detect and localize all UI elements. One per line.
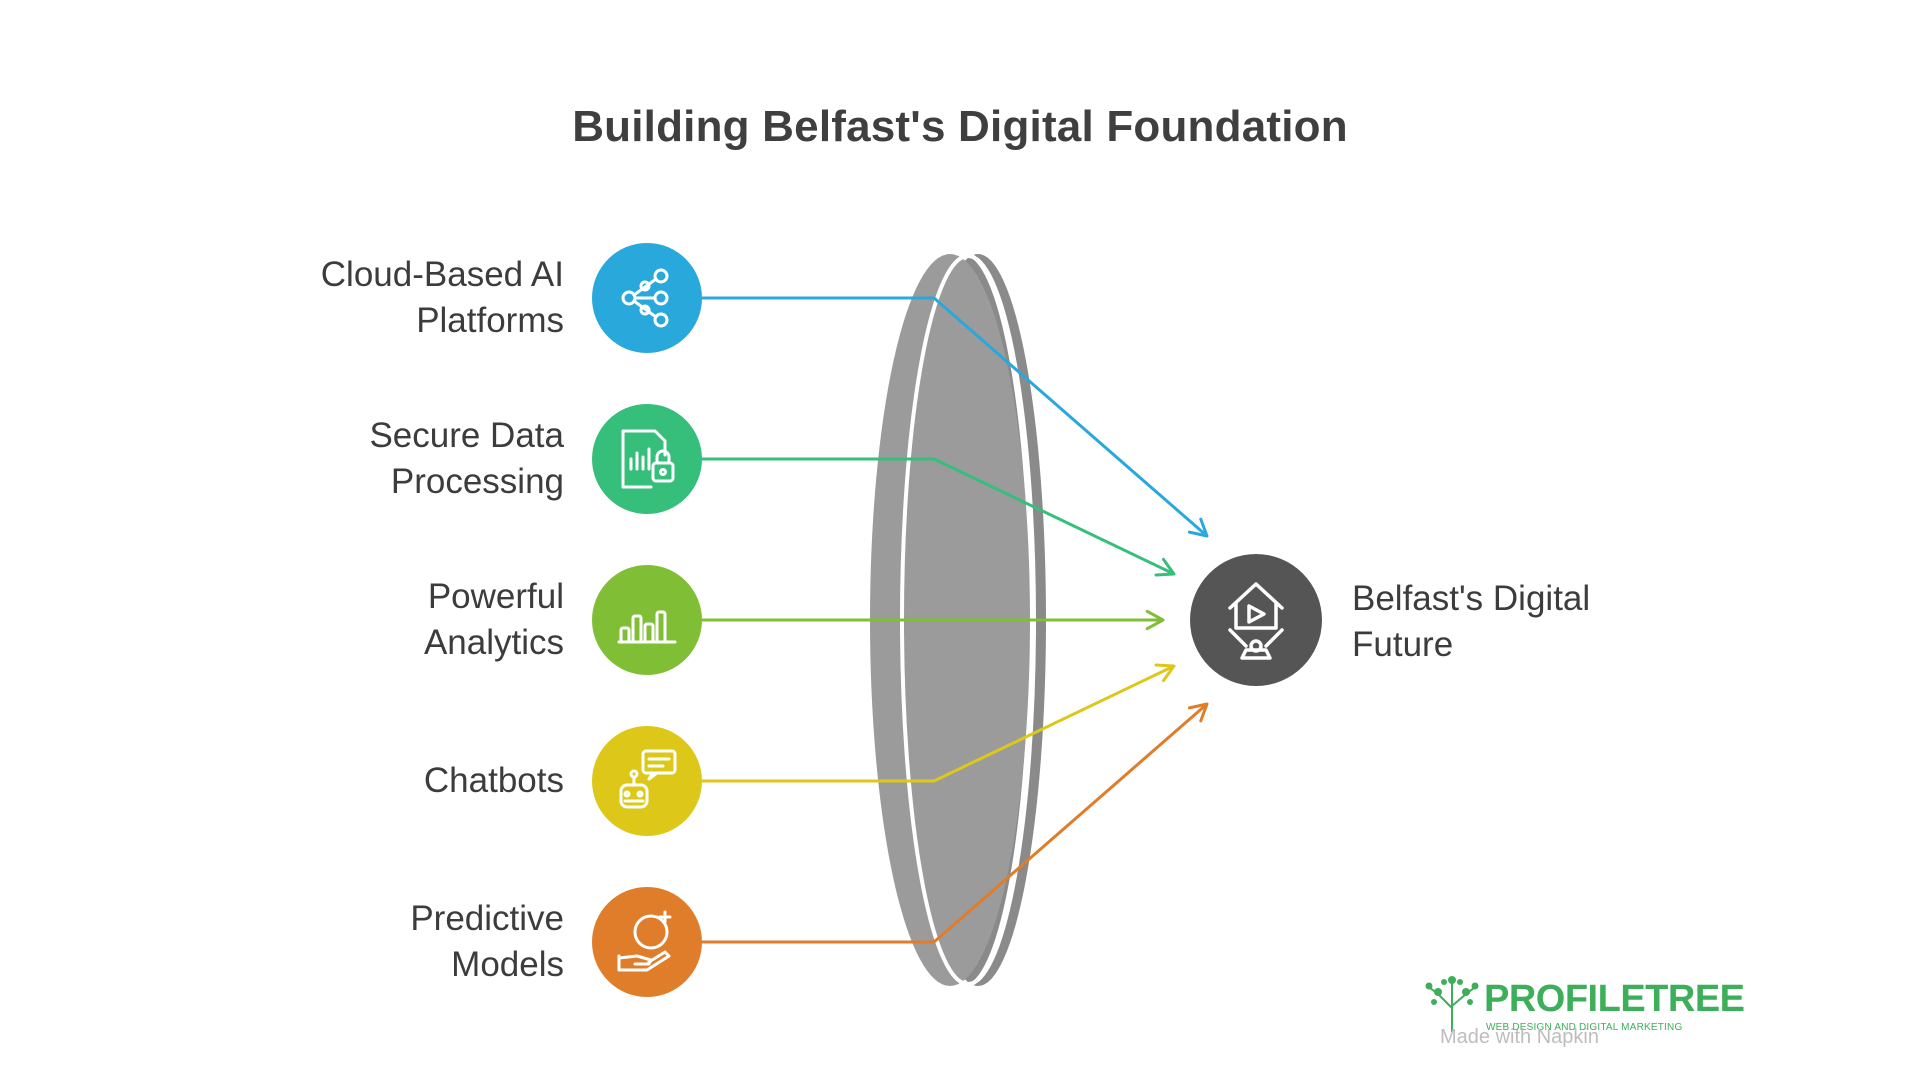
arrowhead [1154, 557, 1176, 577]
input-node-circle [592, 404, 702, 514]
profiletree-logo: PROFILETREE WEB DESIGN AND DIGITAL MARKE… [1424, 972, 1745, 1052]
input-label: Secure Data Processing [369, 416, 564, 501]
hand-crystal-ball-icon [617, 910, 672, 972]
input-label: Chatbots [423, 761, 564, 800]
logo-tagline: WEB DESIGN AND DIGITAL MARKETING [1486, 1022, 1683, 1033]
input-node-circle [592, 565, 702, 675]
page-title: Building Belfast's Digital Foundation [572, 102, 1348, 151]
arrowhead [1145, 609, 1165, 631]
robot-chat-icon [619, 749, 677, 809]
output-label: Belfast's Digital Future [1352, 579, 1591, 664]
connector-line [702, 664, 1175, 783]
input-label: Cloud-Based AI Platforms [320, 255, 564, 340]
connector-line [702, 296, 1208, 538]
smart-home-icon [1228, 582, 1284, 660]
input-label: Powerful Analytics [423, 577, 564, 662]
arrowhead [1187, 702, 1209, 723]
output-node [1190, 554, 1322, 686]
logo-name: PROFILETREE [1484, 978, 1745, 1020]
arrowhead [1154, 663, 1176, 683]
arrowhead [1187, 517, 1209, 538]
connector-line [702, 702, 1208, 944]
tree-icon [1425, 976, 1479, 1032]
share-network-icon [621, 268, 669, 328]
watermark: Made with Napkin [1440, 1026, 1599, 1048]
connectors [702, 296, 1209, 944]
connector-line [702, 457, 1175, 576]
locked-document-chart-icon [621, 429, 675, 489]
input-nodes [592, 243, 702, 997]
input-node-circle [592, 887, 702, 997]
input-node-circle [592, 726, 702, 836]
input-label: Predictive Models [410, 899, 564, 984]
bar-chart-icon [617, 610, 677, 644]
